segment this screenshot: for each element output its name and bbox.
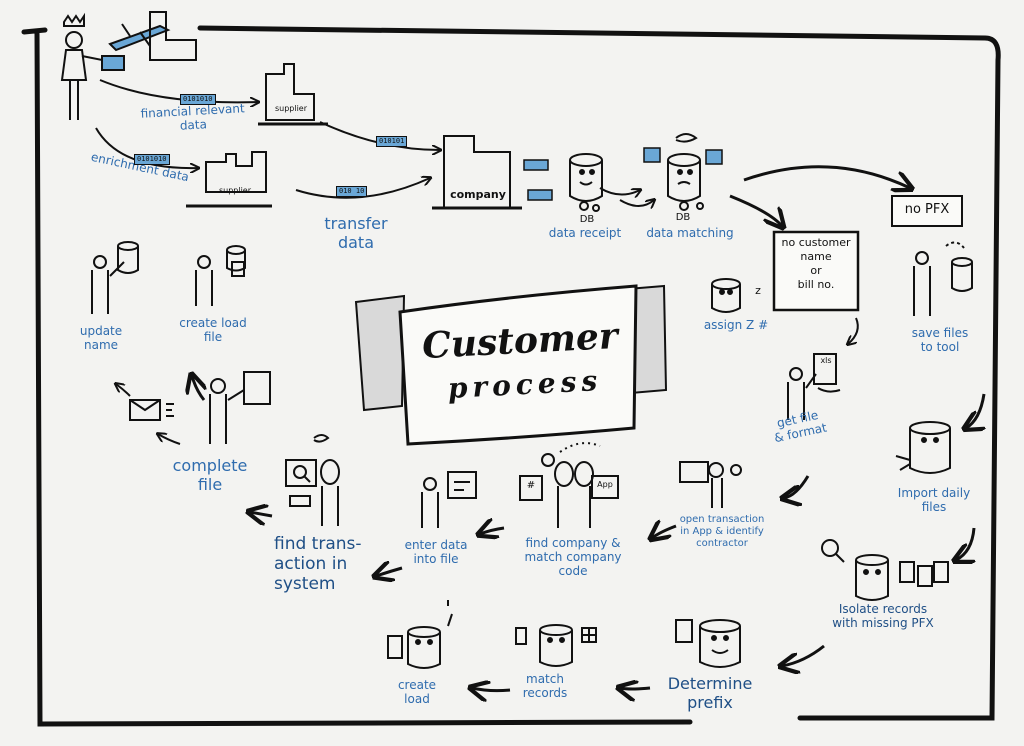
assign-z-cylinder [711, 278, 741, 313]
arrow-to-no-pfx [743, 165, 910, 188]
app-icon-label: App [597, 480, 613, 489]
db-matching-cylinder [667, 133, 704, 211]
arrow-to-no-customer [729, 194, 782, 226]
import-daily-label: Import daily files [897, 486, 971, 514]
match-records-label: match records [522, 672, 568, 700]
arrow-email-to-update [116, 384, 131, 397]
enter-data-figure [421, 471, 477, 528]
binary-tag-4: 010 10 [336, 186, 368, 197]
match-records-cylinder [515, 624, 597, 667]
frame-border [21, 25, 1001, 727]
arrow-nocustomer-to-getfile [848, 317, 859, 344]
data-receipt-label: data receipt [548, 226, 622, 240]
supplier-top-label: supplier [274, 104, 308, 113]
isolate-records-cylinder [821, 539, 949, 601]
payment-card-icon [101, 55, 125, 71]
arrow-enter-to-findtrans [376, 568, 403, 576]
company-building [432, 135, 522, 210]
no-pfx-label: no PFX [904, 202, 950, 217]
update-name-label: update name [79, 324, 123, 352]
no-pfx-box [891, 195, 963, 227]
no-customer-box [772, 230, 860, 312]
determine-prefix-cylinder [675, 619, 741, 668]
arrow-save-to-import [966, 393, 984, 428]
binary-tag-3: 0101010 [134, 154, 170, 165]
email-icon [129, 399, 174, 421]
arrow-import-to-isolate [956, 527, 974, 560]
arrow-findtrans-to-complete [250, 512, 273, 516]
arrow-getfile-to-open [784, 475, 810, 498]
title-banner [354, 284, 668, 446]
arrow-supplier2-to-company [295, 178, 430, 199]
open-transaction-figure [679, 461, 742, 508]
arrow-find-to-enter [480, 528, 505, 534]
data-stacks [523, 147, 723, 201]
save-files-label: save files to tool [911, 326, 969, 354]
find-company-label: find company & match company code [524, 536, 622, 578]
arrow-complete-to-loadfile [192, 376, 204, 401]
z-letter: z [755, 284, 761, 297]
arrow-complete-to-email [158, 434, 181, 445]
import-daily-cylinder [895, 421, 951, 474]
enter-data-label: enter data into file [404, 538, 468, 566]
open-transaction-label: open transaction in App & identify contr… [679, 514, 765, 549]
create-load-file-figure [195, 245, 246, 306]
arrow-company-to-db [599, 187, 640, 195]
transfer-data-label: transfer data [324, 214, 388, 252]
supplier-bottom-label: supplier [218, 186, 252, 195]
data-matching-label: data matching [646, 226, 734, 240]
company-label: company [450, 188, 506, 201]
get-file-figure [787, 353, 841, 420]
complete-file-figure [209, 371, 271, 444]
save-files-figure [913, 241, 973, 316]
arrow-receipt-to-matching [619, 200, 654, 206]
xls-label: xls [820, 356, 832, 365]
isolate-records-label: Isolate records with missing PFX [832, 602, 934, 630]
airplane-icon [108, 11, 197, 61]
complete-file-label: complete file [172, 456, 248, 494]
db-matching-tag: DB [675, 212, 691, 223]
arrow-open-to-find [652, 526, 677, 538]
arrow-isolate-to-determine [782, 644, 825, 666]
db-receipt-tag: DB [579, 214, 595, 225]
find-company-figure [519, 442, 619, 528]
binary-tag-2: 010101 [376, 136, 408, 147]
no-customer-label: no customer name or bill no. [781, 236, 851, 291]
supplier-top-building [258, 63, 328, 126]
db-receipt-cylinder [569, 153, 603, 212]
hash-icon-label: # [526, 480, 536, 491]
arrow-determine-to-match [620, 688, 651, 689]
arrow-match-to-create [472, 688, 511, 691]
find-transaction-label: find trans- action in system [274, 534, 362, 594]
binary-tag-1: 0101010 [180, 94, 216, 105]
create-load-file-label: create load file [179, 316, 247, 344]
assign-z-label: assign Z # [703, 318, 769, 332]
supplier-bottom-building [186, 151, 272, 208]
create-load-label: create load [397, 678, 437, 706]
update-name-figure [91, 241, 139, 314]
arrow-manager-to-enrichment [95, 127, 198, 168]
find-transaction-figure [285, 434, 340, 526]
determine-prefix-label: Determine prefix [667, 674, 753, 712]
create-load-cylinder [387, 600, 453, 669]
arrow-manager-to-supplier [99, 79, 258, 102]
